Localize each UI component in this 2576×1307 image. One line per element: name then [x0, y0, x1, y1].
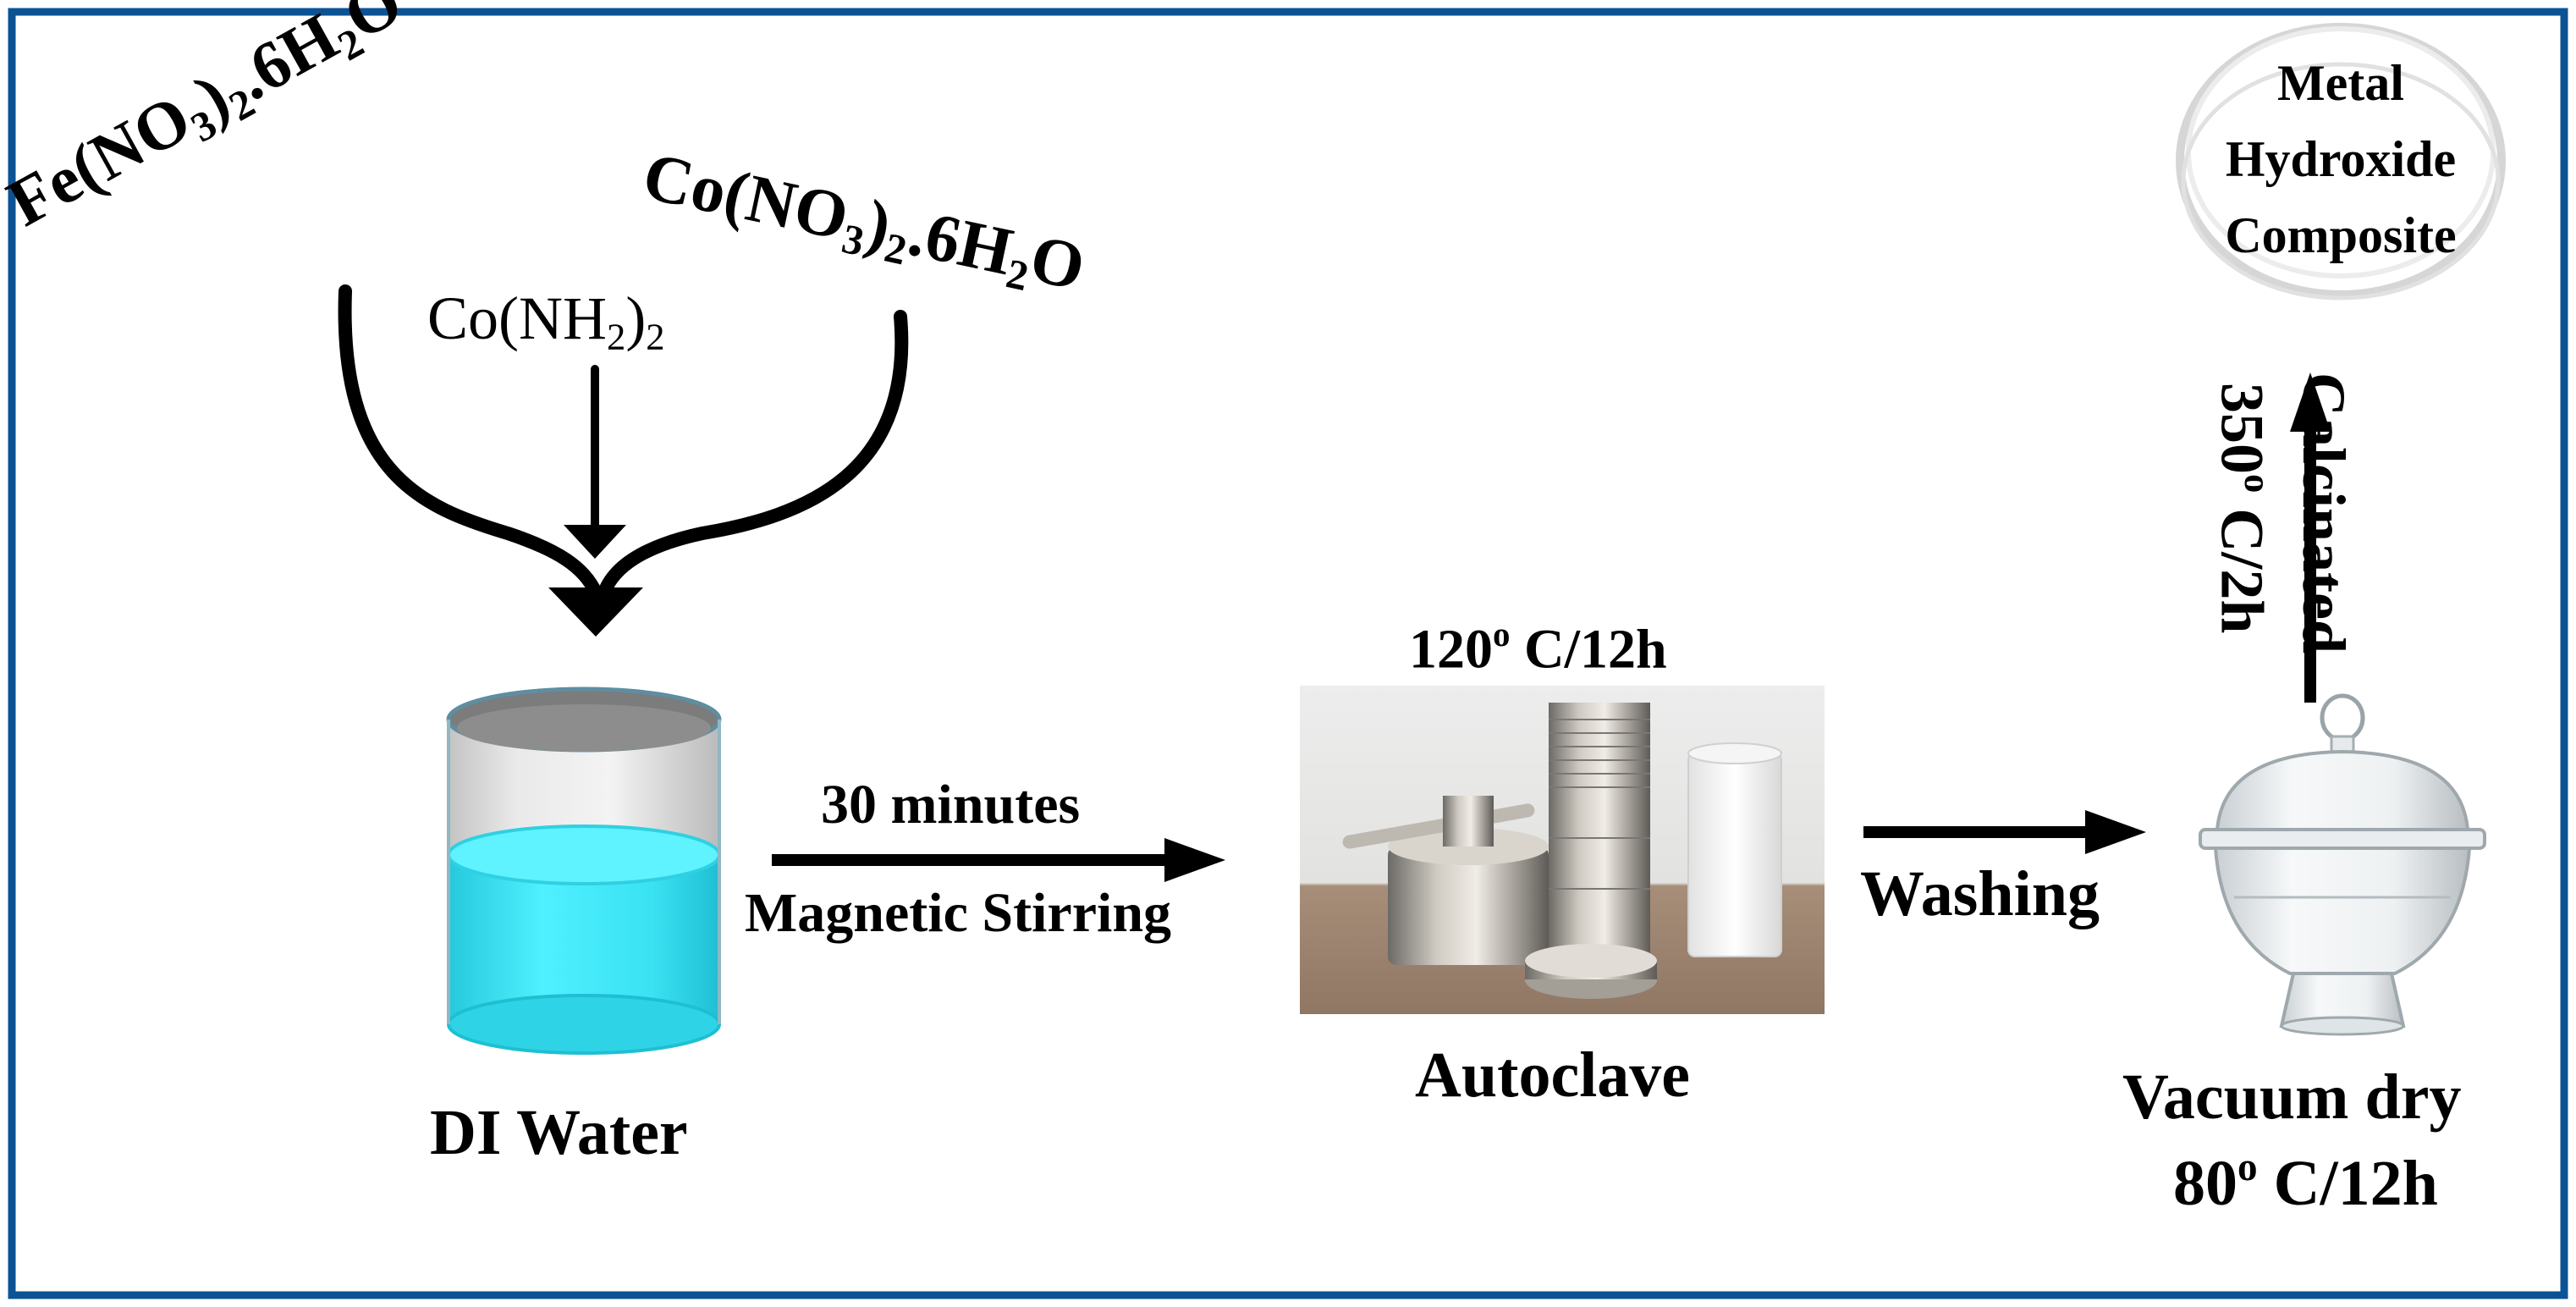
washing-label: Washing [1860, 858, 2100, 929]
product-label-line3: Composite [2225, 207, 2457, 263]
center-arrow-head [564, 525, 626, 559]
autoclave-condition-label: 120o C/12h [1409, 615, 1667, 681]
autoclave-label: Autoclave [1415, 1040, 1691, 1111]
desiccator-icon [2199, 693, 2486, 1036]
petri-dish-icon [2176, 23, 2506, 301]
stirring-arrow [772, 838, 1225, 882]
merge-arrow-head [548, 587, 643, 637]
vacuum-condition-label: 80o C/12h [2173, 1145, 2438, 1220]
stirring-time-label: 30 minutes [821, 774, 1081, 835]
merge-arrows [338, 284, 909, 599]
product-label-line2: Hydroxide [2225, 131, 2457, 187]
outer-frame [8, 8, 2568, 1299]
urea-label: Co(NH2)2 [427, 284, 665, 358]
beaker-icon [446, 687, 722, 1055]
product-label-line1: Metal [2277, 55, 2404, 111]
calcination-label: Calcinated [2290, 372, 2358, 654]
vacuum-dry-label: Vacuum dry [2122, 1062, 2462, 1133]
right-curved-arrow [597, 310, 909, 599]
stirring-label: Magnetic Stirring [745, 882, 1172, 944]
autoclave-photo [1300, 686, 1825, 1014]
washing-arrow [1863, 810, 2146, 854]
calcination-condition-label: 350o C/2h [2208, 383, 2279, 634]
beaker-label: DI Water [430, 1097, 688, 1168]
left-curved-arrow [338, 284, 603, 599]
calcination-arrow [2290, 372, 2331, 703]
